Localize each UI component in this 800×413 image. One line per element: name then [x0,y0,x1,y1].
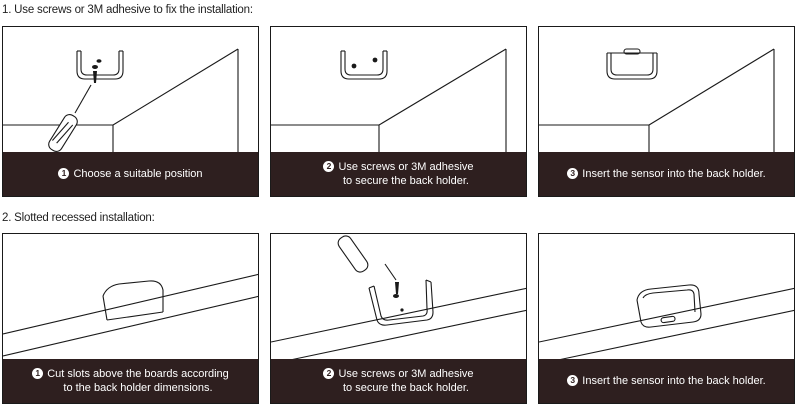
board-with-sensor-illustration [539,284,794,365]
caption-line-1: Insert the sensor into the back holder. [582,168,766,180]
panel-s1-step2: 2 Use screws or 3M adhesive to secure th… [270,26,527,197]
section-2-title: 2. Slotted recessed installation: [2,212,155,224]
board-with-holder-and-screwdriver-illustration [271,235,526,365]
caption-s1-step3: 3 Insert the sensor into the back holder… [539,152,794,196]
caption-line-1: Use screws or 3M adhesive [338,368,474,380]
step-number-badge: 2 [323,161,335,172]
caption-line-2: to secure the back holder. [343,175,469,187]
panel-s2-step1: 1 Cut slots above the boards according t… [2,233,259,404]
corner-with-screwdriver-illustration [3,48,239,154]
caption-s1-step1: 1 Choose a suitable position [3,152,258,196]
caption-line-2: to the back holder dimensions. [63,382,213,394]
step-number-badge: 1 [32,368,44,379]
panel-s2-step3: 3 Insert the sensor into the back holder… [538,233,795,404]
caption-line-1: Choose a suitable position [73,168,203,180]
panel-s2-step2: 2 Use screws or 3M adhesive to secure th… [270,233,527,404]
caption-line-1: Insert the sensor into the back holder. [582,375,766,387]
step-number-badge: 3 [567,375,579,386]
board-with-slot-illustration [3,273,258,357]
panel-s1-step1: 1 Choose a suitable position [2,26,259,197]
section-1-title: 1. Use screws or 3M adhesive to fix the … [2,4,253,16]
caption-s2-step1: 1 Cut slots above the boards according t… [3,359,258,403]
panel-s1-step3: 3 Insert the sensor into the back holder… [538,26,795,197]
step-number-badge: 1 [58,168,70,179]
caption-s1-step2: 2 Use screws or 3M adhesive to secure th… [271,152,526,196]
corner-with-sensor-illustration [539,48,775,154]
corner-with-holder-illustration [271,48,507,154]
step-number-badge: 2 [323,368,335,379]
caption-s2-step2: 2 Use screws or 3M adhesive to secure th… [271,359,526,403]
caption-line-1: Cut slots above the boards according [47,368,229,380]
caption-line-2: to secure the back holder. [343,382,469,394]
caption-line-1: Use screws or 3M adhesive [338,161,474,173]
step-number-badge: 3 [567,168,579,179]
caption-s2-step3: 3 Insert the sensor into the back holder… [539,359,794,403]
